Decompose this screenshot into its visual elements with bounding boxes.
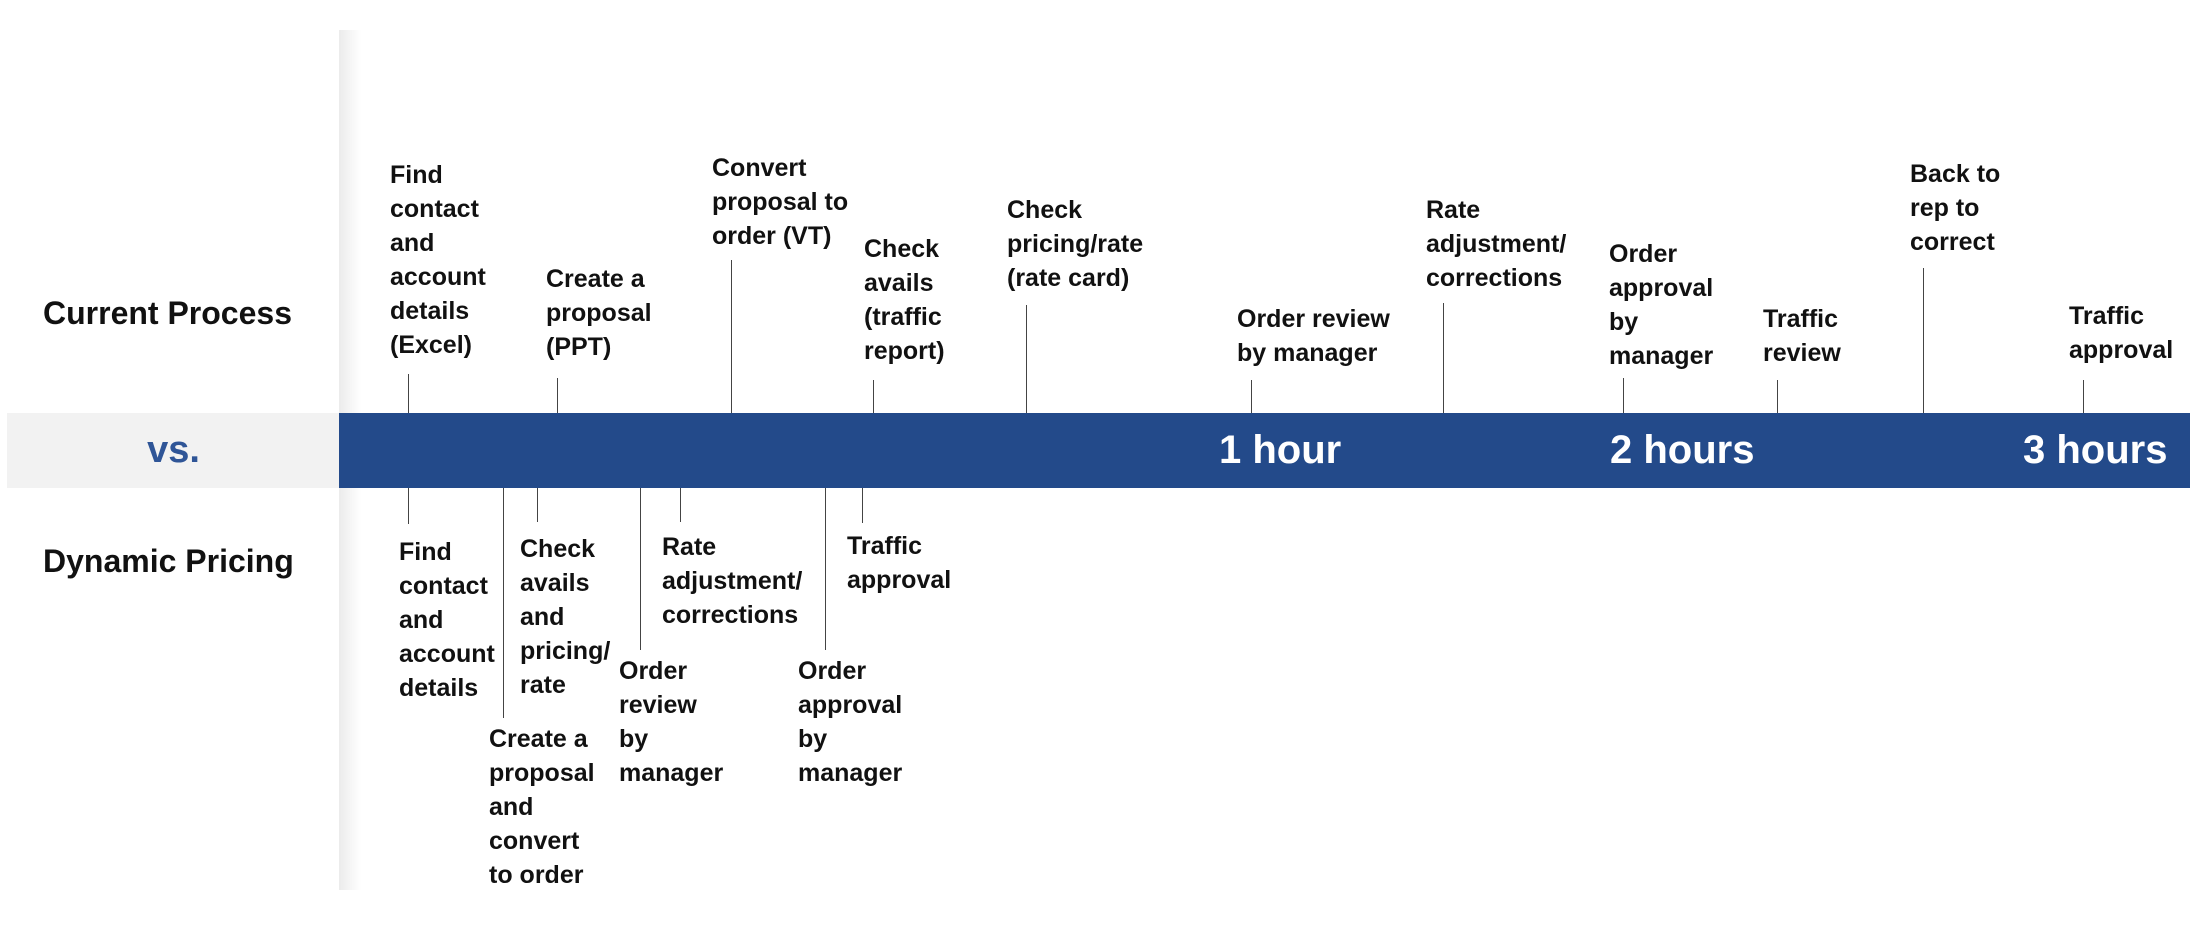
current-step-rate-adjustment: Rate adjustment/ corrections [1426, 196, 1567, 292]
current-step-check-pricing: Check pricing/rate (rate card) [1007, 196, 1144, 292]
dynamic-step-tick [503, 488, 504, 718]
dynamic-step-rate-adjustment: Rate adjustment/ corrections [662, 533, 803, 629]
current-step-back-to-rep: Back to rep to correct [1910, 160, 2001, 256]
dynamic-step-check-avails-pricing: Check avails and pricing/ rate [520, 535, 611, 699]
current-step-create-proposal: Create a proposal (PPT) [546, 265, 652, 361]
hour-marker-2: 2 hours [1610, 428, 1755, 472]
vs-label: vs. [147, 429, 200, 471]
current-process-label: Current Process [43, 295, 292, 331]
dynamic-step-tick [862, 488, 863, 523]
dynamic-step-tick [408, 488, 409, 524]
hour-marker-1: 1 hour [1219, 428, 1342, 472]
current-step-tick [1777, 380, 1778, 413]
dynamic-step-find-contact: Find contact and account details [399, 538, 495, 702]
current-step-check-avails: Check avails (traffic report) [864, 235, 945, 365]
current-step-find-contact: Find contact and account details (Excel) [390, 161, 486, 359]
current-step-tick [1923, 268, 1924, 413]
current-step-tick [557, 378, 558, 413]
dynamic-step-tick [680, 488, 681, 522]
hour-marker-3: 3 hours [2023, 428, 2168, 472]
dynamic-step-tick [640, 488, 641, 650]
current-step-tick [1026, 305, 1027, 413]
timeline-bar [339, 413, 2190, 488]
current-step-tick [1251, 380, 1252, 413]
current-step-traffic-approval: Traffic approval [2069, 302, 2174, 364]
current-step-tick [2083, 380, 2084, 413]
current-step-order-approval: Order approval by manager [1609, 240, 1714, 370]
dynamic-step-tick [825, 488, 826, 650]
dynamic-step-tick [537, 488, 538, 522]
current-step-traffic-review: Traffic review [1763, 305, 1841, 367]
current-step-tick [1443, 303, 1444, 413]
dynamic-pricing-label: Dynamic Pricing [43, 543, 294, 579]
vs-band: vs. [7, 413, 340, 488]
current-step-tick [731, 260, 732, 413]
current-step-tick [408, 374, 409, 413]
dynamic-step-order-approval: Order approval by manager [798, 657, 903, 787]
current-step-tick [873, 380, 874, 413]
dynamic-step-create-proposal: Create a proposal and convert to order [489, 725, 595, 889]
current-step-order-review: Order review by manager [1237, 305, 1390, 367]
current-step-convert-proposal: Convert proposal to order (VT) [712, 154, 849, 250]
current-step-tick [1623, 378, 1624, 413]
dynamic-step-traffic-approval: Traffic approval [847, 532, 952, 594]
dynamic-step-order-review: Order review by manager [619, 657, 724, 787]
